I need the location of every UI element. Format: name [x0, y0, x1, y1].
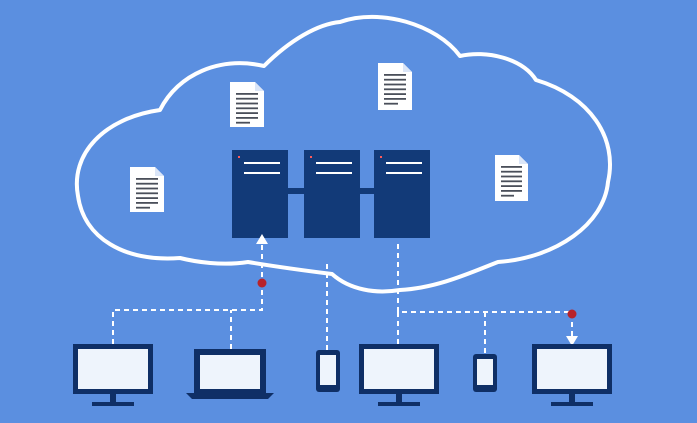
mobile-phone-1: [316, 350, 340, 392]
document-text-line: [236, 107, 258, 110]
document-fold-icon: [403, 63, 412, 72]
document-text-line: [236, 97, 258, 100]
server-bar-top: [244, 162, 280, 164]
desktop-monitor-1: [73, 344, 153, 406]
document-text-line: [501, 175, 522, 178]
document-fold-icon: [255, 82, 264, 91]
document-text-line: [384, 88, 406, 91]
laptop-1: [186, 349, 274, 399]
document-icon-1: [130, 167, 164, 212]
server-status-light: [310, 156, 312, 158]
document-text-line: [384, 74, 406, 76]
server-bar-bottom: [316, 172, 352, 174]
desktop-monitor-3: [532, 344, 612, 406]
document-text-line: [501, 190, 522, 192]
monitor-screen: [78, 349, 148, 389]
server-body: [374, 150, 430, 238]
document-text-line: [501, 185, 522, 187]
arrow-down-icon: [566, 336, 578, 346]
connector-marker-2: [567, 309, 577, 319]
connector-path-left: [112, 242, 263, 344]
server-link-1-2: [288, 188, 304, 194]
server-link-2-3: [360, 188, 374, 194]
cloud-layer: [74, 14, 612, 294]
monitor-stand: [569, 394, 575, 402]
laptop-base: [186, 393, 274, 399]
document-text-line: [136, 192, 158, 195]
server-bar-bottom: [386, 172, 422, 174]
document-text-line: [384, 98, 406, 100]
document-text-line: [136, 178, 158, 180]
document-text-line: [136, 197, 158, 199]
monitor-screen: [537, 349, 607, 389]
monitor-stand: [396, 394, 402, 402]
connectors-layer: [112, 234, 578, 354]
document-text-line: [501, 170, 522, 173]
cloud-outline: [74, 14, 612, 294]
document-fold-icon: [519, 155, 528, 164]
servers-layer: [232, 150, 430, 238]
devices-layer: [73, 344, 612, 406]
server-bar-top: [316, 162, 352, 164]
document-text-line: [136, 206, 150, 209]
server-body: [304, 150, 360, 238]
document-icon-2: [230, 82, 264, 127]
document-text-line: [384, 102, 398, 105]
server-status-light: [380, 156, 382, 158]
document-text-line: [236, 102, 258, 105]
document-text-line: [136, 187, 158, 190]
document-text-line: [501, 194, 514, 197]
document-text-line: [501, 180, 522, 183]
server-bar-top: [386, 162, 422, 164]
server-3: [374, 150, 430, 238]
server-bar-bottom: [244, 172, 280, 174]
laptop-screen: [200, 355, 260, 389]
document-text-line: [501, 166, 522, 168]
server-2: [304, 150, 360, 238]
document-icon-3: [378, 63, 412, 110]
document-fold-icon: [155, 167, 164, 176]
document-text-line: [236, 93, 258, 95]
server-body: [232, 150, 288, 238]
monitor-screen: [364, 349, 434, 389]
document-text-line: [136, 182, 158, 185]
monitor-base: [92, 402, 134, 406]
monitor-base: [378, 402, 420, 406]
mobile-phone-2: [473, 354, 497, 392]
monitor-base: [551, 402, 593, 406]
document-text-line: [236, 121, 250, 124]
desktop-monitor-2: [359, 344, 439, 406]
arrow-up-icon: [256, 234, 268, 244]
document-text-line: [384, 83, 406, 86]
documents-layer: [130, 63, 528, 212]
server-status-light: [238, 156, 240, 158]
document-text-line: [136, 202, 158, 204]
document-text-line: [236, 117, 258, 119]
server-1: [232, 150, 288, 238]
document-text-line: [384, 93, 406, 95]
document-text-line: [384, 78, 406, 81]
document-text-line: [236, 112, 258, 114]
connector-marker-1: [257, 278, 267, 288]
phone-screen: [320, 355, 336, 385]
phone-screen: [477, 359, 493, 385]
document-icon-4: [495, 155, 528, 201]
monitor-stand: [110, 394, 116, 402]
